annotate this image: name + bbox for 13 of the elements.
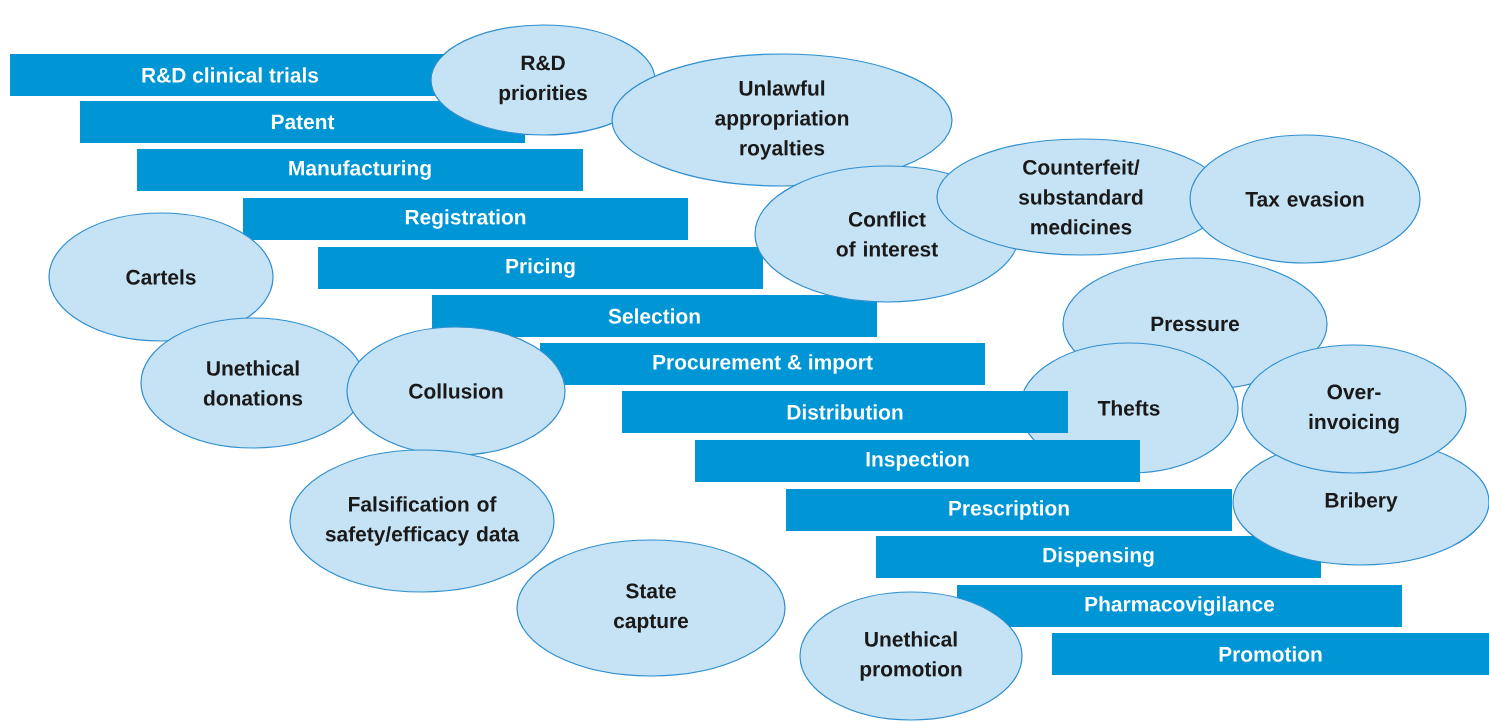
- process-bar: Inspection: [695, 440, 1140, 482]
- process-bar: Prescription: [786, 489, 1232, 531]
- process-bar: Pricing: [318, 247, 763, 289]
- process-bar: Registration: [243, 198, 688, 240]
- process-bar: Promotion: [1052, 633, 1489, 675]
- process-bar: Dispensing: [876, 536, 1321, 578]
- process-bar: Selection: [432, 295, 877, 337]
- process-bar: Manufacturing: [137, 149, 583, 191]
- process-bar: Distribution: [622, 391, 1068, 433]
- process-bar: R&D clinical trials: [10, 54, 450, 96]
- process-bar: Pharmacovigilance: [957, 585, 1402, 627]
- node-label: Bribery: [1325, 492, 1398, 512]
- process-bar: Procurement & import: [540, 343, 985, 385]
